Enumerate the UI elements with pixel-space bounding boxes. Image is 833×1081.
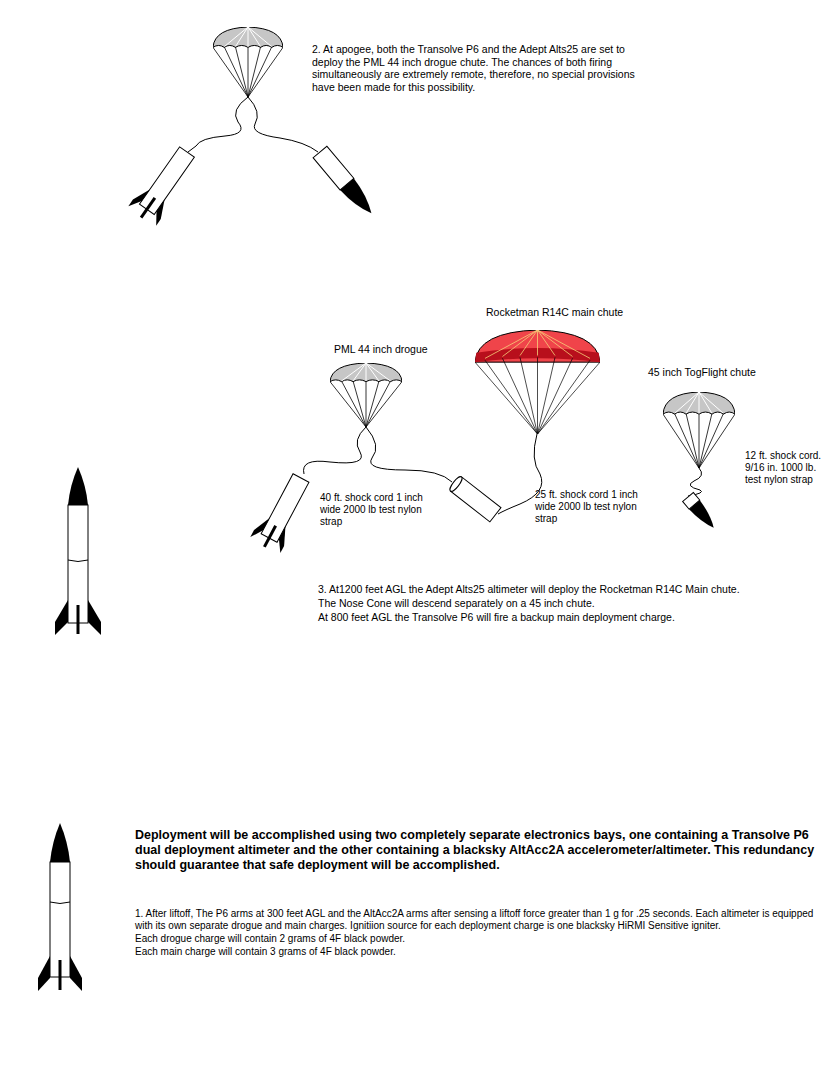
- step-note: 1. After liftoff, The P6 arms at 300 fee…: [135, 908, 827, 932]
- cord-spec: 25 ft. shock cord 1 inch wide 2000 lb te…: [535, 489, 645, 525]
- summary-note: Deployment will be accomplished using tw…: [135, 828, 830, 873]
- chute-name: PML 44 inch drogue: [334, 343, 464, 356]
- step-note: Each drogue charge will contain 2 grams …: [135, 933, 827, 945]
- chute-name: Rocketman R14C main chute: [486, 306, 686, 319]
- cord-spec: 40 ft. shock cord 1 inch wide 2000 lb te…: [320, 492, 428, 528]
- step-note: The Nose Cone will descend separately on…: [318, 597, 773, 610]
- chute-name: 45 inch TogFlight chute: [648, 366, 798, 379]
- step-note: Each main charge will contain 3 grams of…: [135, 946, 827, 958]
- cord-spec: 12 ft. shock cord. 9/16 in. 1000 lb. tes…: [745, 450, 829, 486]
- step-note: 3. At1200 feet AGL the Adept Alts25 alti…: [318, 583, 773, 596]
- step-note: At 800 feet AGL the Transolve P6 will fi…: [318, 611, 773, 624]
- step-note: 2. At apogee, both the Transolve P6 and …: [312, 43, 657, 93]
